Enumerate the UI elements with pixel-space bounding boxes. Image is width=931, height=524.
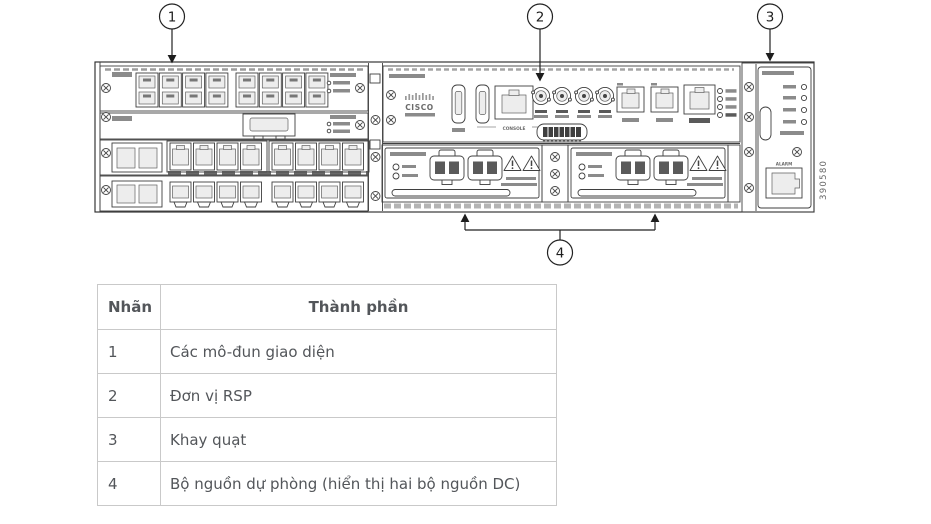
port-group — [169, 181, 364, 208]
port-group — [135, 72, 329, 108]
table-row: 4 Bộ nguồn dự phòng (hiển thị hai bộ ngu… — [97, 461, 557, 506]
router-front-panel-figure: CISCO CONSOLE — [94, 3, 829, 266]
power-supply-2 — [568, 145, 728, 202]
interface-module-row3 — [99, 139, 370, 176]
header-component: Thành phần — [160, 284, 557, 330]
callout-3-number: 3 — [766, 10, 775, 26]
table-row: 2 Đơn vị RSP — [97, 373, 557, 418]
header-label: Nhãn — [97, 284, 161, 330]
usb-ports — [451, 84, 490, 132]
zr-display — [536, 123, 588, 142]
row-component: Bộ nguồn dự phòng (hiển thị hai bộ nguồn… — [160, 461, 557, 506]
callout-4: 4 — [460, 213, 660, 266]
row-label: 2 — [97, 373, 161, 418]
row-label: 4 — [97, 461, 161, 506]
figure-number: 390580 — [819, 160, 829, 200]
callout-2-number: 2 — [536, 10, 545, 26]
fan-tray: ALARM — [741, 62, 815, 213]
alarm-label: ALARM — [776, 162, 793, 167]
row-component: Khay quạt — [160, 417, 557, 462]
row-label: 3 — [97, 417, 161, 462]
alarm-port — [765, 167, 803, 199]
bnc-connectors — [531, 86, 615, 118]
rsp-status-leds — [717, 88, 737, 118]
power-supply-1 — [382, 145, 542, 202]
cisco-brand-text: CISCO — [405, 103, 434, 112]
legend-table-container: Nhãn Thành phần 1 Các mô-đun giao diện 2… — [97, 284, 557, 506]
callout-4-number: 4 — [556, 246, 565, 262]
table-row: 3 Khay quạt — [97, 417, 557, 462]
callout-2: 2 — [526, 3, 554, 82]
cisco-logo: CISCO — [405, 93, 435, 117]
interface-module-row4 — [99, 175, 369, 212]
power-supplies — [382, 144, 741, 209]
console-label: CONSOLE — [503, 126, 526, 132]
management-ports — [616, 83, 716, 123]
chassis-center-rail — [368, 63, 383, 211]
row-label: 1 — [97, 329, 161, 374]
psu-center-column — [541, 144, 569, 203]
console-port: CONSOLE — [477, 85, 548, 132]
fan-status-leds — [780, 83, 808, 135]
rsp-module: CISCO CONSOLE — [382, 65, 741, 144]
fan-tray-handle-slot — [759, 106, 772, 141]
row-component: Đơn vị RSP — [160, 373, 557, 418]
row-component: Các mô-đun giao diện — [160, 329, 557, 374]
table-row: 1 Các mô-đun giao diện — [97, 329, 557, 374]
callout-1: 1 — [158, 3, 186, 64]
interface-modules — [99, 63, 383, 212]
interface-module-row1 — [99, 65, 369, 112]
callout-3: 3 — [756, 3, 784, 62]
component-legend-table: Nhãn Thành phần 1 Các mô-đun giao diện 2… — [97, 284, 557, 506]
interface-module-row2 — [99, 112, 369, 140]
table-header-row: Nhãn Thành phần — [97, 284, 557, 330]
callout-1-number: 1 — [168, 10, 177, 26]
